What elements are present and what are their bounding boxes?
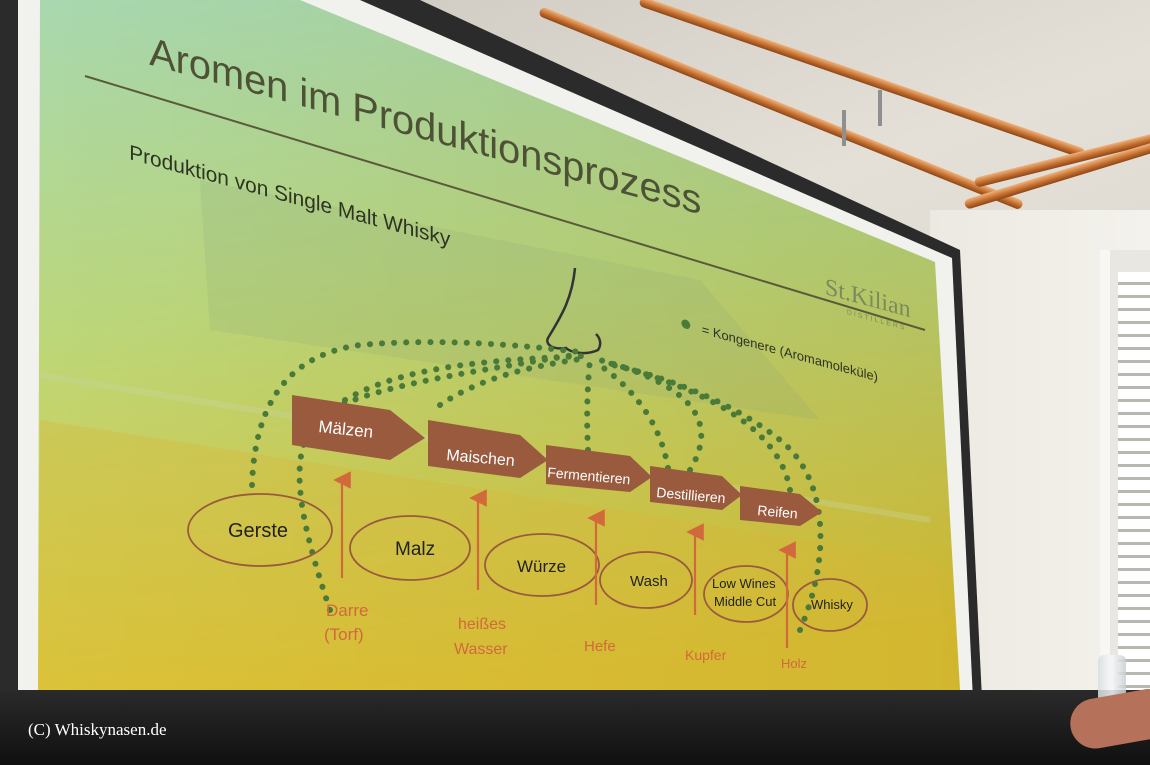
- product-label: Low Wines: [712, 576, 776, 591]
- product-label: Malz: [395, 539, 435, 560]
- input-label: Hefe: [584, 638, 616, 655]
- product-ellipse: [599, 551, 693, 609]
- step-label: Maischen: [446, 447, 516, 470]
- pipe-bracket: [842, 110, 846, 146]
- product-ellipse: [792, 578, 868, 632]
- product-ellipse: [187, 493, 333, 567]
- product-ellipses: [187, 493, 868, 632]
- input-label: Holz: [781, 656, 807, 671]
- input-label: Darre: [326, 601, 369, 620]
- product-label: Whisky: [811, 597, 853, 612]
- product-label: Middle Cut: [714, 594, 777, 609]
- legend-dot: [681, 319, 691, 329]
- product-ellipse: [484, 533, 600, 597]
- step-arrow: [428, 420, 548, 478]
- step-arrow: [546, 445, 652, 492]
- product-label: Wash: [630, 573, 668, 590]
- input-label: Wasser: [454, 641, 508, 658]
- input-arrows: [333, 471, 796, 648]
- product-label: Gerste: [228, 520, 288, 542]
- input-label: heißes: [458, 616, 506, 633]
- aroma-dot-paths: [249, 339, 824, 633]
- step-label: Reifen: [757, 502, 799, 521]
- product-ellipse: [349, 515, 471, 581]
- title-underline: [84, 75, 926, 331]
- nose-icon: [546, 267, 602, 355]
- pipe-bracket: [878, 90, 882, 126]
- product-label: Würze: [517, 557, 566, 576]
- input-label: (Torf): [324, 625, 364, 644]
- step-label: Destillieren: [656, 484, 726, 506]
- step-arrow: [292, 395, 425, 460]
- process-steps: Mälzen Maischen Fermentieren Destilliere…: [292, 395, 822, 526]
- room-floor-shadow: [0, 690, 1150, 765]
- step-arrow: [650, 466, 742, 510]
- input-label: Kupfer: [685, 647, 727, 663]
- step-arrow: [740, 486, 822, 526]
- window-blinds: [1118, 272, 1150, 712]
- step-label: Fermentieren: [547, 464, 631, 487]
- copyright-watermark: (C) Whiskynasen.de: [28, 720, 167, 739]
